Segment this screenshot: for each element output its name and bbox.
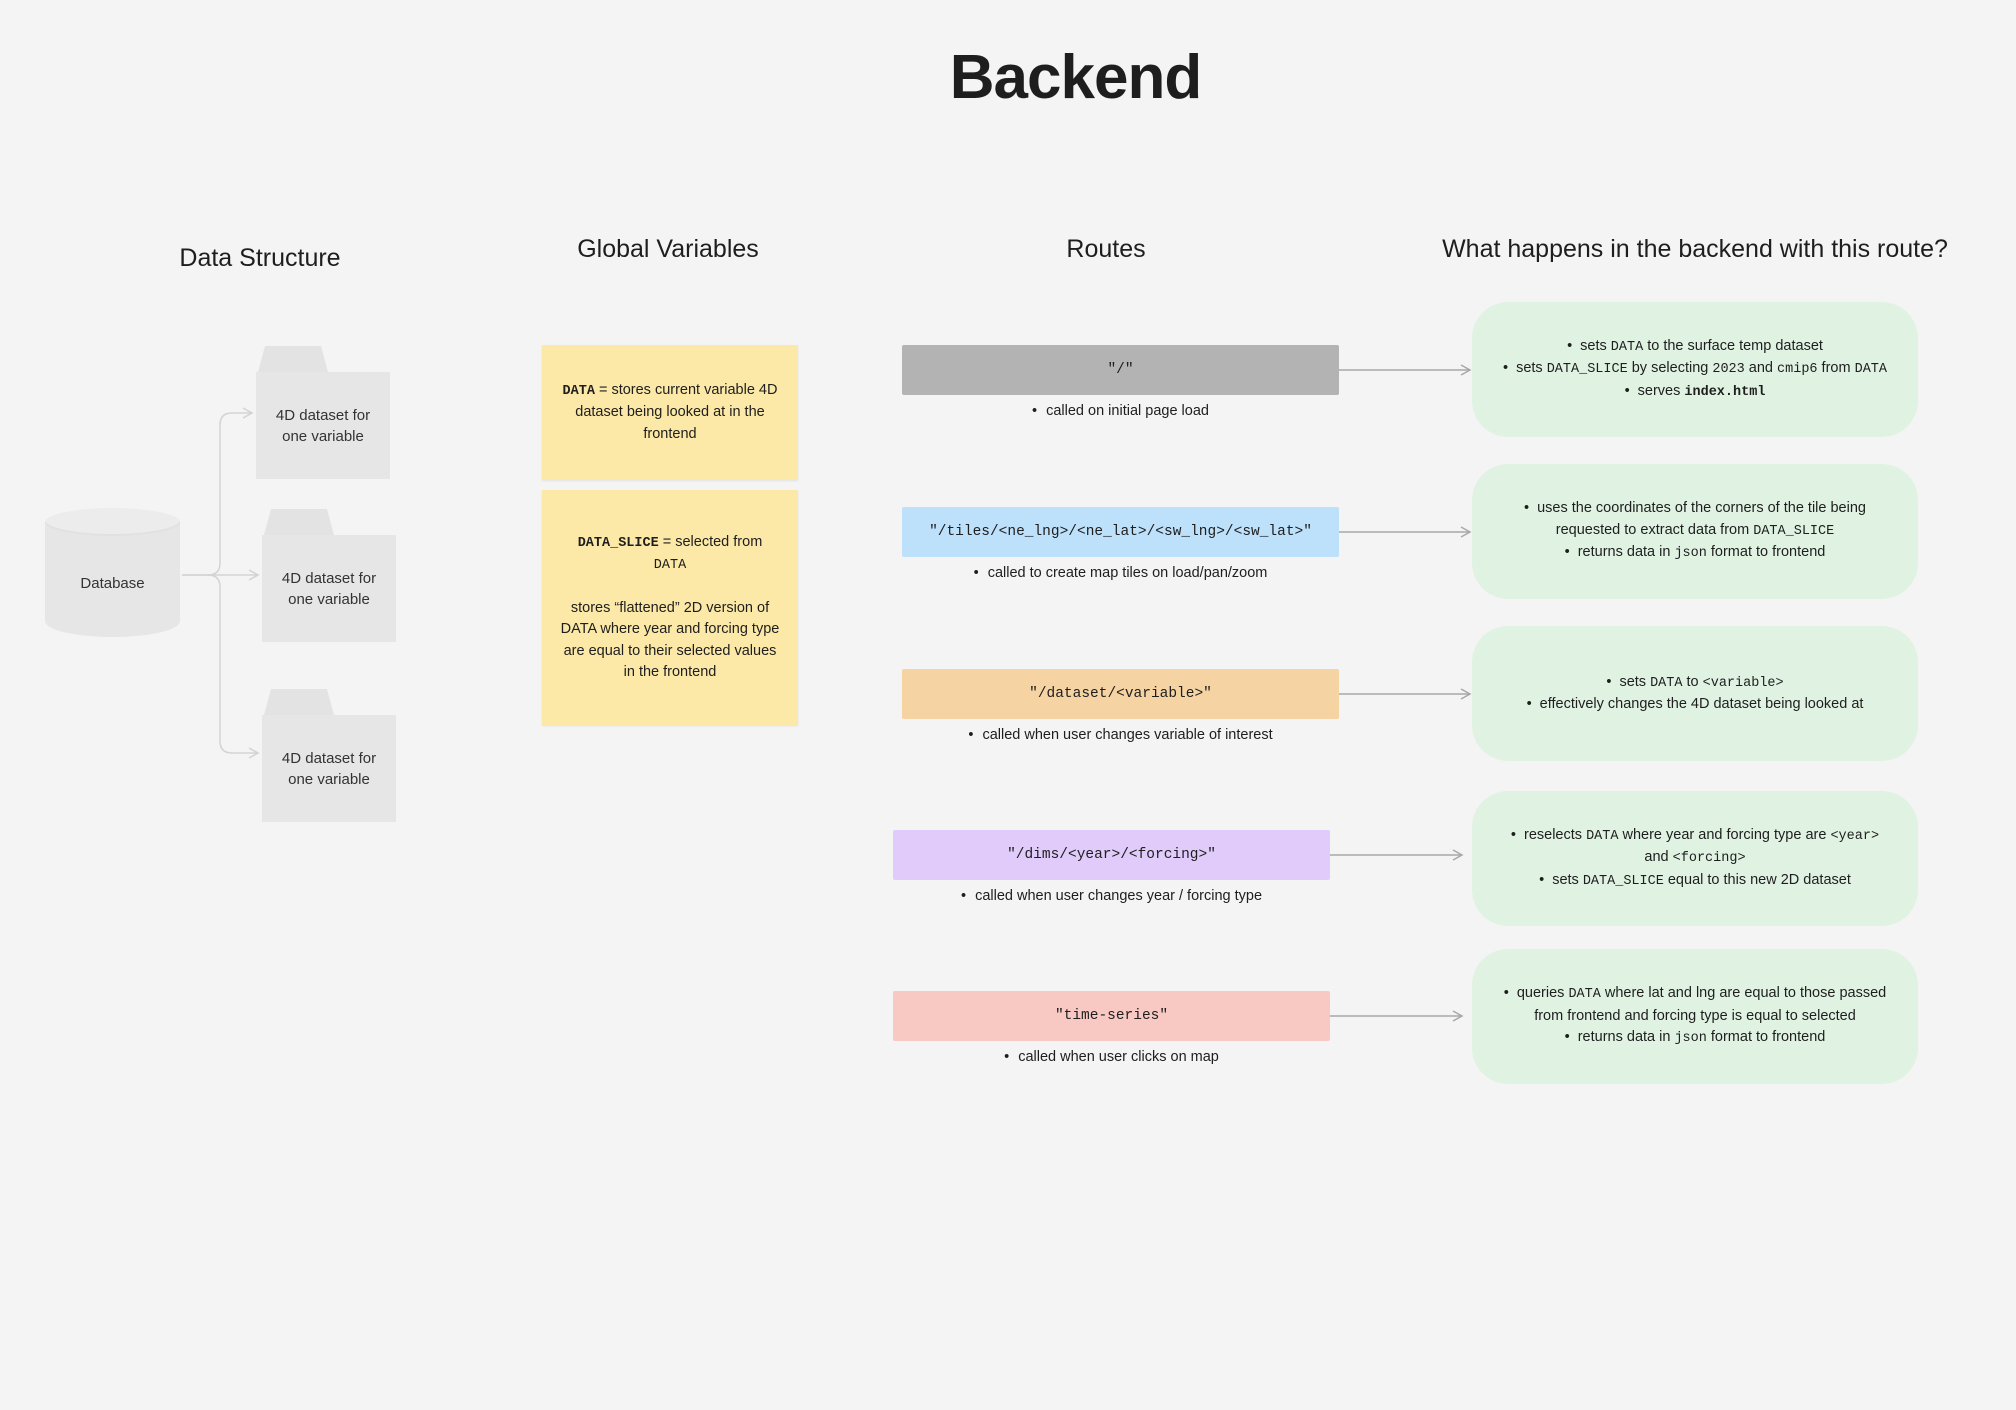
folder-icon xyxy=(258,346,328,372)
var-data-slice-from: DATA xyxy=(653,558,687,573)
effect-line: sets DATA to the surface temp dataset xyxy=(1567,336,1823,359)
dataset-label: 4D dataset for one variable xyxy=(281,569,377,608)
effect-tiles: uses the coordinates of the corners of t… xyxy=(1472,464,1918,599)
effect-dataset: sets DATA to <variable> effectively chan… xyxy=(1472,626,1918,761)
effect-line: returns data in json format to frontend xyxy=(1565,1027,1826,1050)
folder-icon xyxy=(264,509,334,535)
route-path: "/" xyxy=(1107,362,1134,378)
folder-icon xyxy=(264,689,334,715)
effect-line: and <forcing> xyxy=(1644,849,1746,867)
global-data-text: DATA = stores current variable 4D datase… xyxy=(560,380,780,446)
effect-time-series: queries DATA where lat and lng are equal… xyxy=(1472,949,1918,1084)
effect-line: serves index.html xyxy=(1625,381,1766,404)
global-data-slice-text: DATA_SLICE = selected from DATA xyxy=(560,532,780,577)
effect-line: sets DATA to <variable> xyxy=(1606,672,1783,695)
var-data-slice-explanation: stores “flattened” 2D version of DATA wh… xyxy=(560,599,780,681)
var-data-name: DATA xyxy=(562,383,595,399)
effect-line: reselects DATA where year and forcing ty… xyxy=(1511,825,1879,848)
route-time-series-note: called when user clicks on map xyxy=(893,1049,1330,1065)
branch-line-1 xyxy=(182,407,254,576)
effect-line: sets DATA_SLICE by selecting 2023 and cm… xyxy=(1503,358,1887,381)
route-tiles[interactable]: "/tiles/<ne_lng>/<ne_lat>/<sw_lng>/<sw_l… xyxy=(902,507,1339,557)
route-dims-note: called when user changes year / forcing … xyxy=(893,888,1330,904)
route-dataset-note: called when user changes variable of int… xyxy=(902,727,1339,743)
route-tiles-note: called to create map tiles on load/pan/z… xyxy=(902,565,1339,581)
header-routes: Routes xyxy=(1066,235,1146,263)
dataset-folder-1: 4D dataset for one variable xyxy=(256,372,390,479)
database-cylinder xyxy=(45,521,180,637)
header-global-variables: Global Variables xyxy=(577,235,759,263)
header-data-structure: Data Structure xyxy=(179,244,341,272)
effect-dims: reselects DATA where year and forcing ty… xyxy=(1472,791,1918,926)
effect-line: uses the coordinates of the corners of t… xyxy=(1524,498,1866,520)
effect-line: returns data in json format to frontend xyxy=(1565,542,1826,565)
header-backend-behavior: What happens in the backend with this ro… xyxy=(1442,235,1948,263)
effect-line: queries DATA where lat and lng are equal… xyxy=(1504,983,1886,1006)
dataset-folder-3: 4D dataset for one variable xyxy=(262,715,396,822)
var-data-slice-desc: = selected from xyxy=(658,533,763,550)
page-title: Backend xyxy=(949,43,1202,112)
effect-line: requested to extract data from DATA_SLIC… xyxy=(1555,521,1835,539)
route-path: "/dims/<year>/<forcing>" xyxy=(1007,847,1216,863)
effect-line: sets DATA_SLICE equal to this new 2D dat… xyxy=(1539,870,1851,893)
route-dataset[interactable]: "/dataset/<variable>" xyxy=(902,669,1339,719)
route-time-series[interactable]: "time-series" xyxy=(893,991,1330,1041)
branch-line-3 xyxy=(207,574,260,759)
database-label: Database xyxy=(80,575,145,592)
dataset-folder-2: 4D dataset for one variable xyxy=(262,535,396,642)
effect-line: effectively changes the 4D dataset being… xyxy=(1527,694,1864,716)
dataset-label: 4D dataset for one variable xyxy=(275,406,371,445)
global-data-slice-note: DATA_SLICE = selected from DATA stores “… xyxy=(542,490,798,725)
var-data-desc: = stores current variable 4D dataset bei… xyxy=(575,381,778,442)
effect-line: from frontend and forcing type is equal … xyxy=(1534,1007,1856,1024)
effect-root: sets DATA to the surface temp dataset se… xyxy=(1472,302,1918,437)
dataset-label: 4D dataset for one variable xyxy=(281,749,377,788)
database-cylinder-top xyxy=(45,508,180,536)
global-data-note: DATA = stores current variable 4D datase… xyxy=(542,345,798,480)
route-root-note: called on initial page load xyxy=(902,403,1339,419)
route-dims[interactable]: "/dims/<year>/<forcing>" xyxy=(893,830,1330,880)
route-path: "time-series" xyxy=(1054,1008,1169,1024)
route-root[interactable]: "/" xyxy=(902,345,1339,395)
var-data-slice-name: DATA_SLICE xyxy=(577,535,659,551)
route-path: "/tiles/<ne_lng>/<ne_lat>/<sw_lng>/<sw_l… xyxy=(929,524,1312,540)
route-path: "/dataset/<variable>" xyxy=(1029,686,1212,702)
